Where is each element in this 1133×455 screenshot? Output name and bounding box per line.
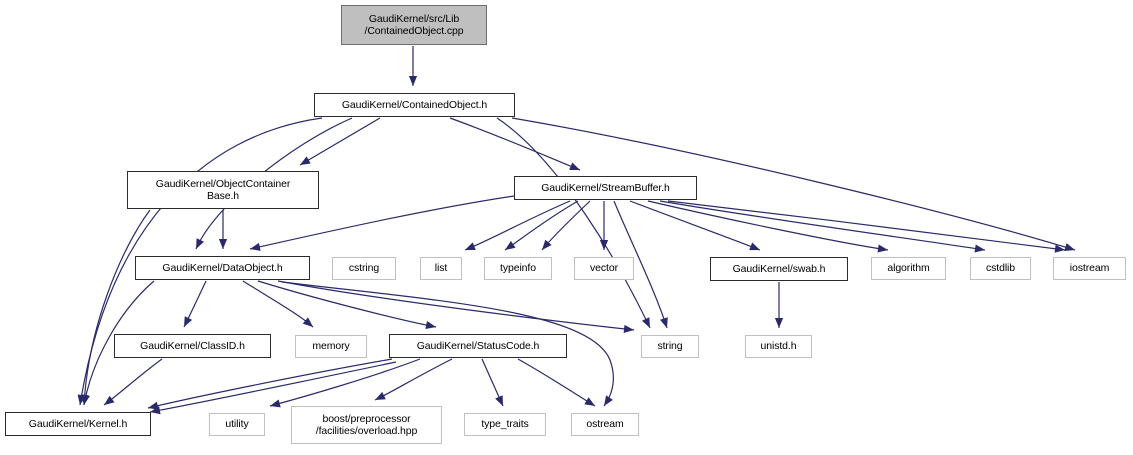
- graph-edge-statuscode-to-utility: [269, 358, 421, 407]
- graph-edge-containedobject-to-string: [496, 117, 651, 329]
- graph-edge-dataobject-to-ostream: [281, 281, 614, 407]
- graph-arrowhead-statuscode-to-kernel: [150, 406, 161, 415]
- graph-edge-objectcontainer-to-kernel: [83, 209, 151, 406]
- graph-edge-streambuffer-to-cstring: [464, 200, 571, 251]
- graph-arrowhead-dataobject-to-classid: [184, 316, 193, 327]
- graph-arrowhead-containedobject-to-iostream: [1064, 243, 1075, 252]
- graph-node-vector[interactable]: vector: [574, 257, 634, 280]
- graph-edge-dataobject-to-string: [277, 280, 635, 331]
- graph-edge-classid-to-kernel: [103, 358, 163, 406]
- graph-arrowhead-swab-to-unistd: [774, 318, 784, 328]
- graph-arrowhead-dataobject-to-statuscode: [425, 321, 436, 330]
- graph-edge-containedobject-to-iostream: [511, 117, 1076, 251]
- graph-node-iostream[interactable]: iostream: [1053, 257, 1126, 280]
- graph-edge-dataobject-to-statuscode: [257, 280, 437, 328]
- graph-arrowhead-root-to-containedobject: [408, 76, 418, 86]
- graph-edge-streambuffer-to-algorithm: [647, 200, 889, 251]
- graph-arrowhead-statuscode-to-boost: [375, 391, 386, 400]
- graph-edge-streambuffer-to-iostream: [667, 200, 1066, 251]
- graph-node-list[interactable]: list: [420, 257, 462, 280]
- graph-node-typetraits[interactable]: type_traits: [464, 413, 546, 436]
- graph-arrowhead-dataobject-to-kernel: [81, 394, 90, 405]
- graph-node-containedobject[interactable]: GaudiKernel/ContainedObject.h: [314, 93, 515, 117]
- graph-arrowhead-objectcontainer-to-dataobject: [218, 239, 228, 249]
- graph-edge-statuscode-to-boost: [374, 358, 453, 401]
- graph-arrowhead-streambuffer-to-cstring: [465, 242, 476, 250]
- graph-node-swab[interactable]: GaudiKernel/swab.h: [710, 257, 848, 281]
- graph-arrowhead-statuscode-to-typetraits: [495, 395, 503, 406]
- graph-arrowhead-containedobject-to-streambuffer: [569, 162, 580, 171]
- graph-node-memory[interactable]: memory: [295, 335, 367, 358]
- graph-edge-dataobject-to-memory: [242, 280, 314, 328]
- graph-arrowhead-dataobject-to-memory: [302, 317, 313, 327]
- graph-edge-streambuffer-to-string: [613, 200, 668, 329]
- graph-node-string[interactable]: string: [641, 335, 699, 358]
- graph-arrowhead-streambuffer-to-cstdlib: [974, 244, 985, 253]
- graph-node-algorithm[interactable]: algorithm: [871, 257, 946, 280]
- graph-edge-containedobject-to-objectcontainer: [299, 117, 381, 166]
- graph-arrowhead-streambuffer-to-list: [505, 240, 516, 250]
- graph-node-kernel[interactable]: GaudiKernel/Kernel.h: [5, 412, 151, 436]
- graph-node-unistd[interactable]: unistd.h: [745, 335, 812, 358]
- graph-arrowhead-streambuffer-to-dataobject: [250, 242, 261, 251]
- graph-arrowhead-statuscode-to-utility: [270, 399, 281, 408]
- graph-arrowhead-containedobject-to-dataobject: [196, 238, 204, 249]
- graph-node-classid[interactable]: GaudiKernel/ClassID.h: [114, 334, 271, 358]
- graph-arrowhead-classid-to-kernel: [104, 395, 115, 405]
- graph-node-objectcontainer[interactable]: GaudiKernel/ObjectContainer Base.h: [127, 171, 319, 209]
- graph-arrowhead-statuscode-to-kernel: [148, 401, 159, 410]
- graph-edge-statuscode-to-kernel: [147, 358, 393, 409]
- graph-arrowhead-containedobject-to-objectcontainer: [300, 156, 311, 165]
- graph-arrowhead-containedobject-to-string: [641, 317, 650, 328]
- graph-edge-streambuffer-to-cstdlib: [659, 200, 986, 251]
- graph-arrowhead-streambuffer-to-string: [659, 317, 668, 328]
- graph-node-typeinfo[interactable]: typeinfo: [484, 257, 552, 280]
- graph-node-utility[interactable]: utility: [209, 413, 265, 436]
- graph-arrowhead-streambuffer-to-vector: [599, 240, 609, 250]
- graph-node-statuscode[interactable]: GaudiKernel/StatusCode.h: [389, 334, 567, 358]
- graph-edge-statuscode-to-kernel: [149, 361, 397, 413]
- graph-node-boost[interactable]: boost/preprocessor /facilities/overload.…: [291, 406, 442, 444]
- graph-arrowhead-dataobject-to-string: [623, 324, 634, 333]
- graph-edge-containedobject-to-streambuffer: [449, 117, 581, 171]
- graph-edge-streambuffer-to-swab: [629, 200, 761, 251]
- graph-edge-statuscode-to-ostream: [517, 358, 596, 407]
- graph-arrowhead-streambuffer-to-swab: [749, 242, 760, 251]
- graph-node-root[interactable]: GaudiKernel/src/Lib /ContainedObject.cpp: [341, 5, 487, 45]
- graph-node-ostream[interactable]: ostream: [571, 413, 639, 436]
- graph-arrowhead-statuscode-to-ostream: [584, 397, 595, 406]
- graph-node-streambuffer[interactable]: GaudiKernel/StreamBuffer.h: [514, 176, 697, 200]
- graph-node-cstring[interactable]: cstring: [332, 257, 396, 280]
- graph-arrowhead-streambuffer-to-typeinfo: [542, 239, 552, 250]
- graph-node-cstdlib[interactable]: cstdlib: [970, 257, 1031, 280]
- graph-arrowhead-streambuffer-to-iostream: [1054, 244, 1065, 253]
- graph-arrowhead-dataobject-to-ostream: [604, 395, 613, 406]
- graph-node-dataobject[interactable]: GaudiKernel/DataObject.h: [135, 256, 310, 280]
- graph-edge-streambuffer-to-dataobject: [249, 195, 515, 250]
- graph-edge-dataobject-to-kernel: [83, 280, 155, 406]
- graph-arrowhead-streambuffer-to-algorithm: [877, 244, 888, 253]
